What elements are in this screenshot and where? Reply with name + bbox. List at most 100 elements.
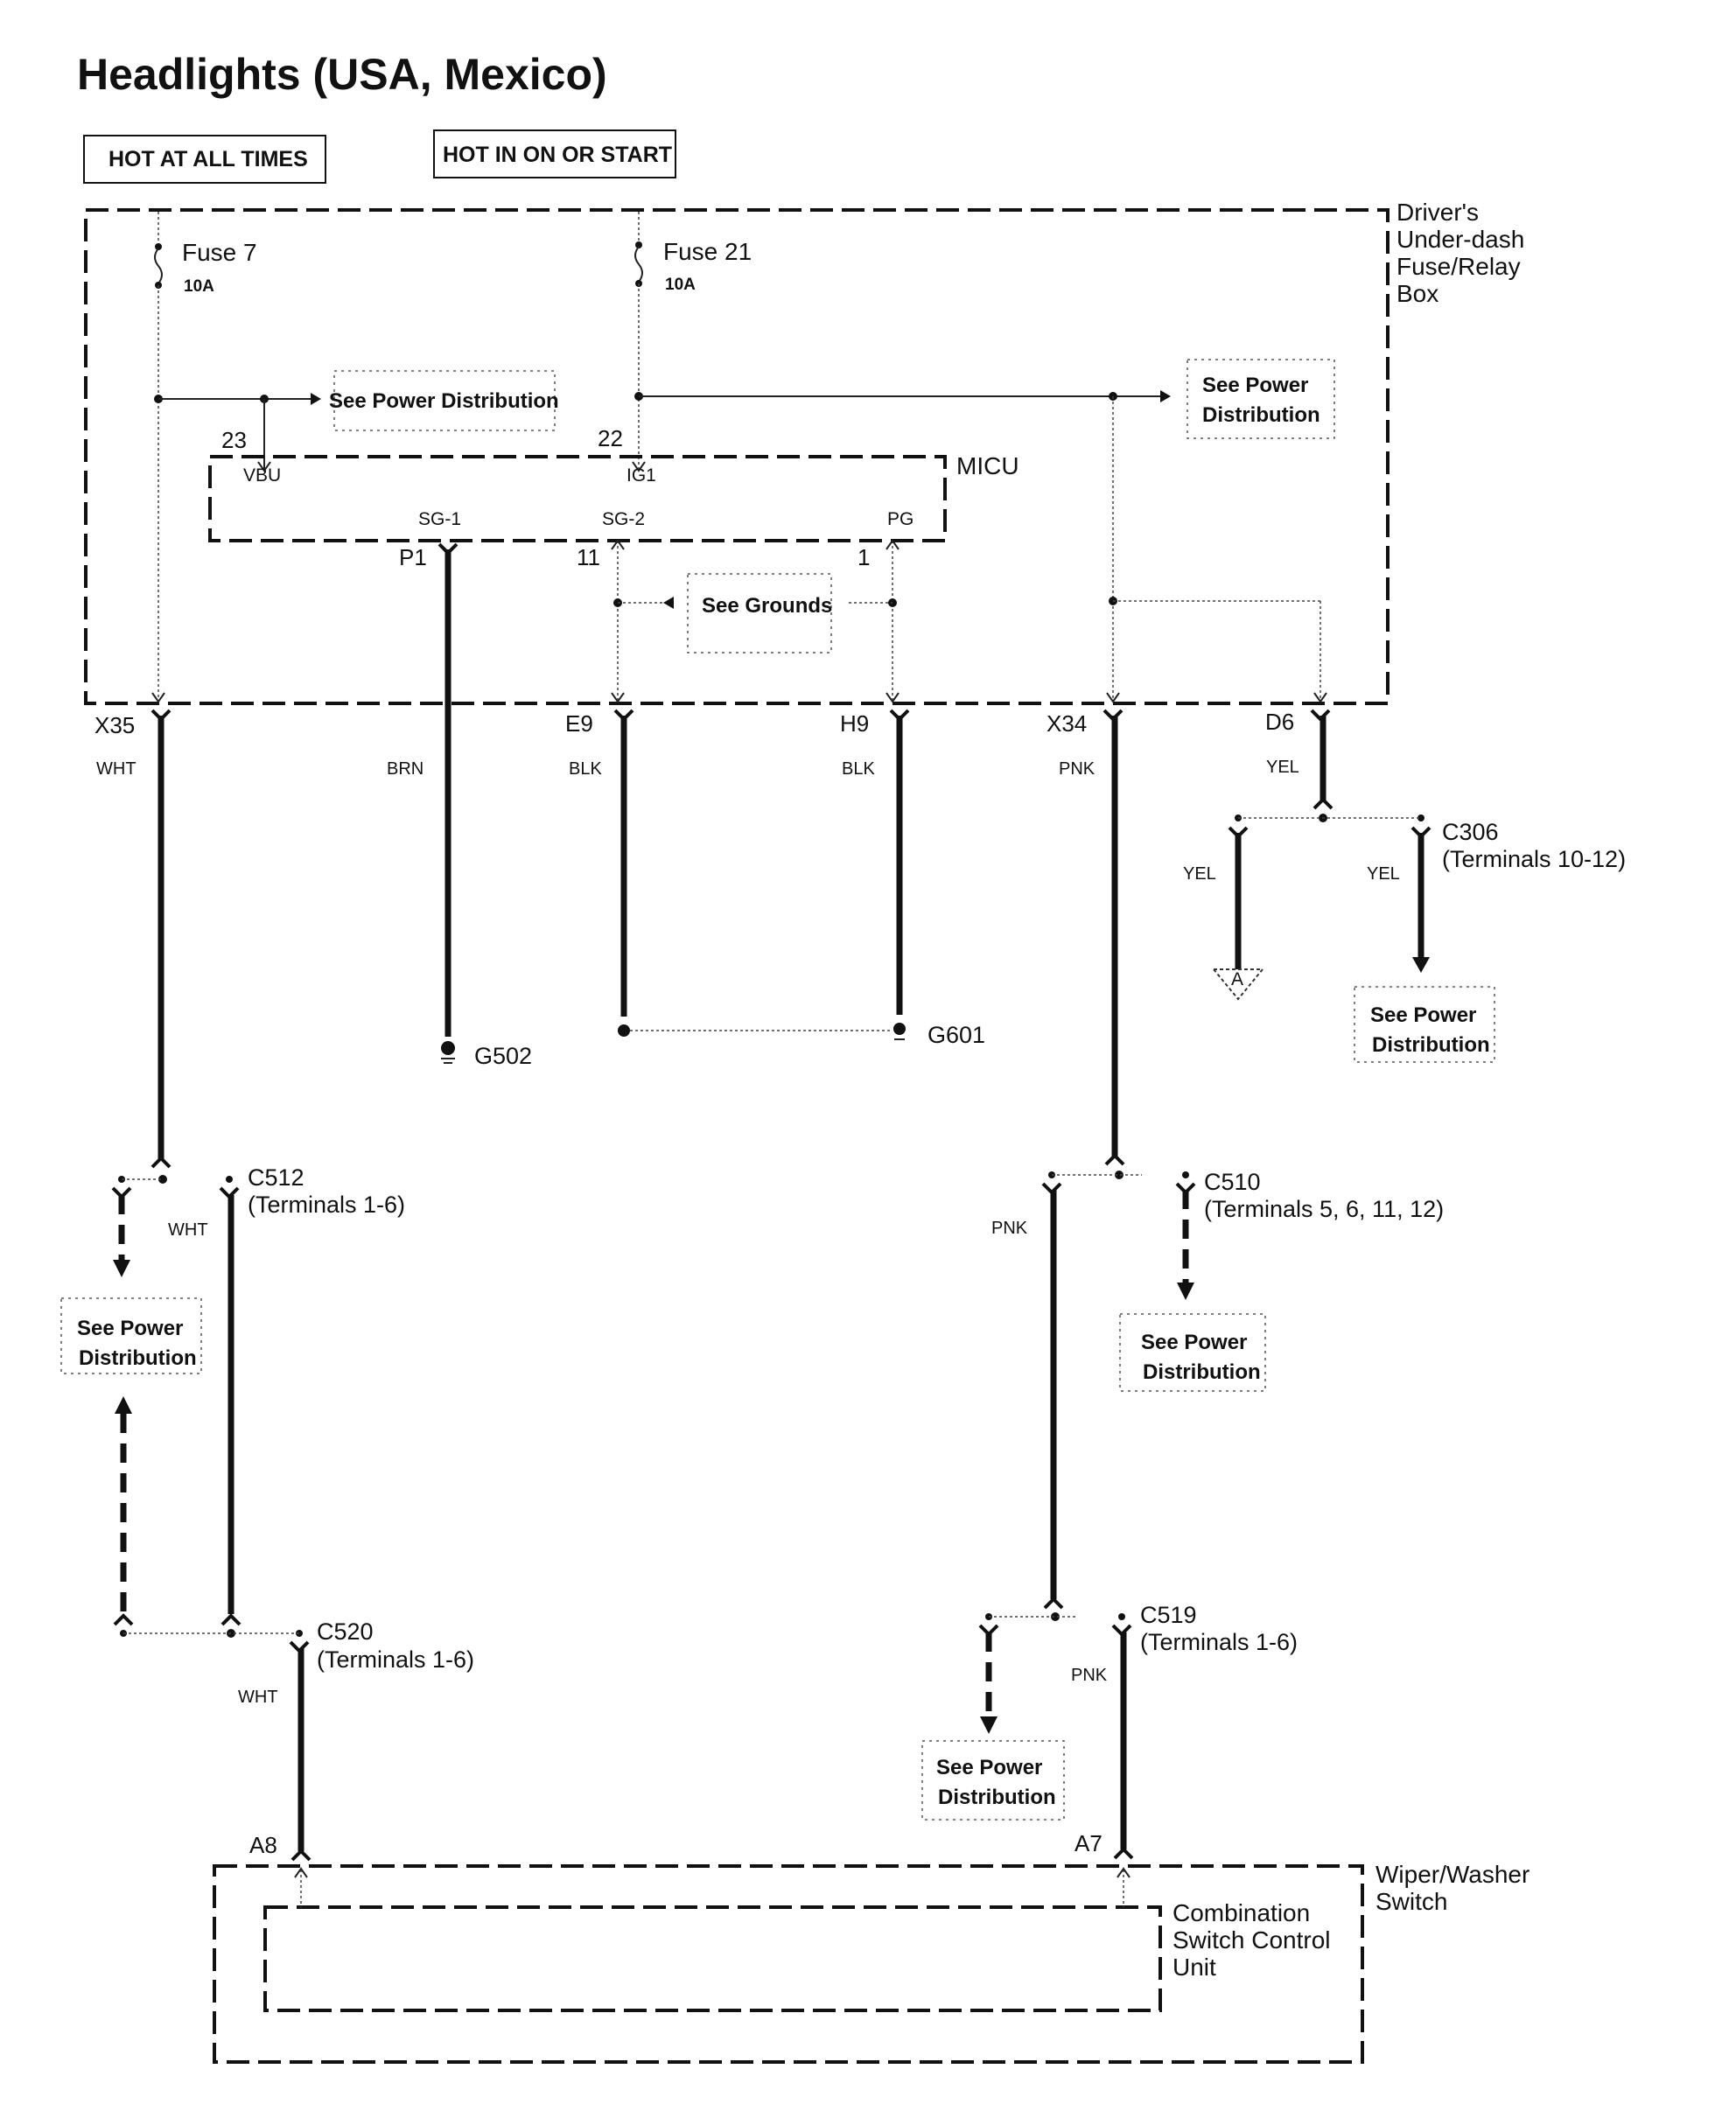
wire-color-d6: YEL <box>1266 758 1299 777</box>
arrow-left-icon <box>663 597 674 609</box>
see-power-dist-link-6b[interactable]: Distribution <box>938 1786 1056 1809</box>
micu-sg1: SG-1 <box>418 509 461 529</box>
connector-a7-icon <box>1113 1847 1134 1860</box>
arrow-right-icon <box>311 393 321 405</box>
terminal-e9: E9 <box>565 710 593 737</box>
see-power-dist-box-3 <box>1354 986 1495 1063</box>
fuse-21: Fuse 21 10A <box>634 212 752 294</box>
wiper-label-2: Switch <box>1376 1888 1447 1915</box>
fuse-7-rating: 10A <box>184 277 214 296</box>
wire-color-e9: BLK <box>569 759 602 779</box>
wire-color-p1: BRN <box>387 759 424 779</box>
arrow-down-icon <box>1106 692 1120 703</box>
see-power-dist-box-5 <box>1119 1313 1266 1392</box>
see-grounds-link[interactable]: See Grounds <box>702 594 832 618</box>
connector-c519-label: C519 <box>1140 1602 1197 1628</box>
see-power-dist-link-5a[interactable]: See Power <box>1141 1331 1247 1354</box>
connector-c519-terminals: (Terminals 1-6) <box>1140 1629 1298 1655</box>
arrow-up-icon <box>1116 1867 1130 1878</box>
micu-pg: PG <box>887 509 914 529</box>
arrow-down-icon <box>257 461 271 472</box>
see-power-dist-link-5b[interactable]: Distribution <box>1143 1360 1261 1384</box>
fuse-21-rating: 10A <box>665 276 696 294</box>
see-power-dist-link-2a[interactable]: See Power <box>1202 374 1308 397</box>
legend-hot-in-on-or-start: HOT IN ON OR START <box>433 129 676 178</box>
arrow-up-icon <box>294 1867 308 1878</box>
ground-g502-icon <box>441 1041 455 1055</box>
wiper-label-1: Wiper/Washer <box>1376 1861 1530 1888</box>
micu-ig1: IG1 <box>626 465 656 486</box>
see-power-dist-box-6 <box>921 1740 1065 1821</box>
micu-vbu: VBU <box>243 465 281 486</box>
see-grounds-box <box>687 573 832 654</box>
fuse-symbol-icon <box>634 246 643 283</box>
fuse-21-label: Fuse 21 <box>663 238 752 265</box>
ref-a-label[interactable]: A <box>1231 969 1243 989</box>
terminal-x34: X34 <box>1046 710 1087 737</box>
micu-box <box>208 455 947 542</box>
connector-c306-label: C306 <box>1442 819 1499 845</box>
fuse-box-label-3: Fuse/Relay <box>1396 253 1521 280</box>
connector-c510-terminals: (Terminals 5, 6, 11, 12) <box>1204 1196 1444 1222</box>
wiper-washer-switch-box <box>213 1864 1364 2064</box>
wire-color-yel-a: YEL <box>1183 864 1216 884</box>
unit-label-2: Switch Control <box>1172 1926 1331 1954</box>
connector-c512-label: C512 <box>248 1164 304 1191</box>
legend-hot-at-all-times: HOT AT ALL TIMES <box>83 135 326 184</box>
diagram-title: Headlights (USA, Mexico) <box>77 50 607 99</box>
wire-color-x34: PNK <box>1059 759 1096 779</box>
see-power-dist-link-2b[interactable]: Distribution <box>1202 403 1320 427</box>
arrow-up-icon <box>115 1396 132 1414</box>
terminal-d6: D6 <box>1265 709 1294 735</box>
arrow-up-icon <box>886 539 900 550</box>
terminal-h9: H9 <box>840 710 869 737</box>
legend-hot-at-all-times-label: HOT AT ALL TIMES <box>108 147 308 171</box>
see-power-dist-link-6a[interactable]: See Power <box>936 1756 1042 1779</box>
combination-switch-control-unit-box <box>263 1905 1162 2012</box>
connector-c512-terminals: (Terminals 1-6) <box>248 1192 405 1218</box>
micu-pin-22: 22 <box>598 425 623 451</box>
micu-label: MICU <box>956 452 1019 479</box>
arrow-up-icon <box>611 539 625 550</box>
fuse-relay-box <box>84 208 1390 705</box>
fuse-symbol-icon <box>154 248 163 284</box>
micu-pin-11: 11 <box>577 544 600 570</box>
see-power-dist-link-3a[interactable]: See Power <box>1370 1003 1476 1027</box>
arrow-down-icon <box>1313 692 1327 703</box>
see-power-dist-link-3b[interactable]: Distribution <box>1372 1033 1490 1057</box>
arrow-down-icon <box>980 1716 998 1734</box>
legend-hot-in-on-or-start-label: HOT IN ON OR START <box>443 143 672 167</box>
arrow-down-icon <box>632 461 646 472</box>
fuse-box-label-4: Box <box>1396 280 1438 307</box>
wire-color-c519: PNK <box>1071 1666 1108 1685</box>
ground-g601-icon <box>893 1023 906 1035</box>
arrow-down-icon <box>113 1260 130 1277</box>
wire-color-x35: WHT <box>96 759 136 779</box>
terminal-a8: A8 <box>249 1832 277 1858</box>
connector-a8-icon <box>290 1849 312 1862</box>
connector-c306-terminals: (Terminals 10-12) <box>1442 846 1626 872</box>
connector-c520-terminals: (Terminals 1-6) <box>317 1646 474 1673</box>
ref-a-triangle-icon[interactable] <box>1211 968 1265 1001</box>
connector-c510-label: C510 <box>1204 1169 1261 1195</box>
micu-pin-1: 1 <box>858 544 870 570</box>
micu-p1: P1 <box>399 544 427 570</box>
see-power-dist-link-4b[interactable]: Distribution <box>79 1346 197 1370</box>
fuse-7: Fuse 7 10A <box>154 212 257 296</box>
see-power-dist-link-4a[interactable]: See Power <box>77 1317 183 1340</box>
micu-pin-23: 23 <box>221 427 247 453</box>
connector-c520-label: C520 <box>317 1618 374 1645</box>
unit-label-1: Combination <box>1172 1899 1310 1926</box>
terminal-x35: X35 <box>94 712 135 738</box>
unit-label-3: Unit <box>1172 1954 1216 1981</box>
ground-g502-label: G502 <box>474 1043 532 1069</box>
fuse-7-label: Fuse 7 <box>182 239 257 266</box>
arrow-down-icon <box>1177 1283 1194 1300</box>
see-power-dist-link-1[interactable]: See Power Distribution <box>329 389 559 413</box>
wire-color-c520: WHT <box>238 1688 278 1707</box>
wire-color-c512: WHT <box>168 1220 208 1240</box>
micu-sg2: SG-2 <box>602 509 645 529</box>
arrow-down-icon <box>886 692 900 703</box>
arrow-right-icon <box>1160 390 1171 402</box>
